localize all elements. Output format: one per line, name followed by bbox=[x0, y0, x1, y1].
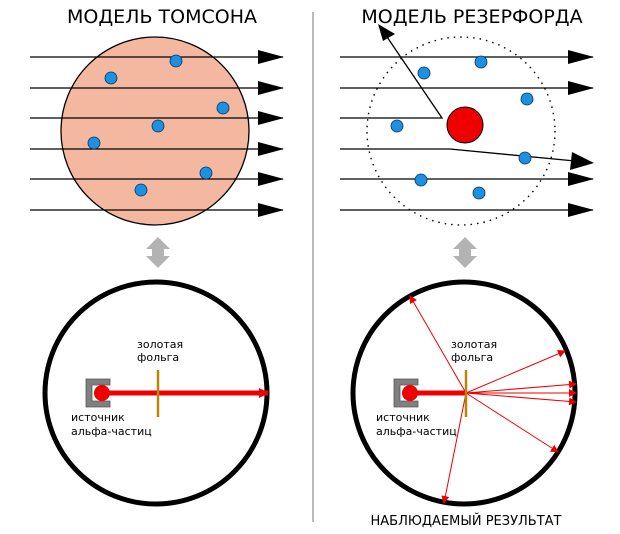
electron bbox=[87, 136, 101, 150]
alpha-source-housing bbox=[393, 378, 419, 408]
electron bbox=[390, 119, 404, 133]
foil-label-line2: фольга bbox=[137, 351, 179, 364]
rutherford-atom-boundary bbox=[366, 36, 556, 226]
electron bbox=[474, 55, 488, 69]
electron bbox=[199, 166, 213, 180]
alpha-source bbox=[94, 385, 110, 401]
source-label-line1: источник bbox=[376, 411, 430, 424]
electron bbox=[104, 71, 118, 85]
electron bbox=[518, 151, 532, 165]
foil-label-line2: фольга bbox=[451, 351, 493, 364]
nucleus bbox=[446, 106, 484, 144]
thomson-experiment: золотая фольга источник альфа-частиц bbox=[42, 279, 270, 507]
thomson-electrons bbox=[87, 54, 230, 197]
thomson-double-arrow bbox=[146, 237, 170, 268]
observed-result-caption: НАБЛЮДАЕМЫЙ РЕЗУЛЬТАТ bbox=[371, 513, 562, 529]
thomson-alpha-trajectories bbox=[30, 50, 284, 217]
electron bbox=[151, 119, 165, 133]
electron bbox=[472, 186, 486, 200]
electron bbox=[169, 54, 183, 68]
rutherford-electrons bbox=[390, 55, 534, 200]
source-label-line1: источник bbox=[71, 411, 125, 424]
electron bbox=[216, 101, 230, 115]
deflected-trajectory bbox=[340, 148, 576, 162]
alpha-source-housing bbox=[85, 378, 111, 408]
scattered-ray bbox=[465, 392, 559, 453]
rutherford-experiment: золотая фольга источник альфа-частиц bbox=[350, 279, 578, 507]
scattered-ray bbox=[441, 392, 467, 504]
scattered-rays bbox=[409, 295, 577, 504]
alpha-source bbox=[402, 385, 418, 401]
scattered-ray bbox=[409, 295, 467, 394]
source-label-line2: альфа-частиц bbox=[71, 425, 152, 438]
scattered-ray bbox=[465, 380, 577, 394]
thomson-title: МОДЕЛЬ ТОМСОНА bbox=[67, 6, 257, 28]
source-label-line2: альфа-частиц bbox=[376, 425, 457, 438]
rutherford-title: МОДЕЛЬ РЕЗЕРФОРДА bbox=[361, 6, 582, 28]
electron bbox=[520, 92, 534, 106]
rutherford-alpha-trajectories bbox=[340, 24, 594, 217]
foil-label-line1: золотая bbox=[137, 338, 183, 351]
rutherford-double-arrow bbox=[453, 237, 477, 268]
electron bbox=[414, 173, 428, 187]
scattered-ray bbox=[465, 350, 566, 394]
rutherford-atom bbox=[366, 36, 556, 226]
electron bbox=[134, 183, 148, 197]
electron bbox=[417, 66, 431, 80]
scattered-ray bbox=[465, 392, 577, 406]
backscattered-trajectory bbox=[340, 30, 444, 119]
foil-label-line1: золотая bbox=[451, 338, 497, 351]
